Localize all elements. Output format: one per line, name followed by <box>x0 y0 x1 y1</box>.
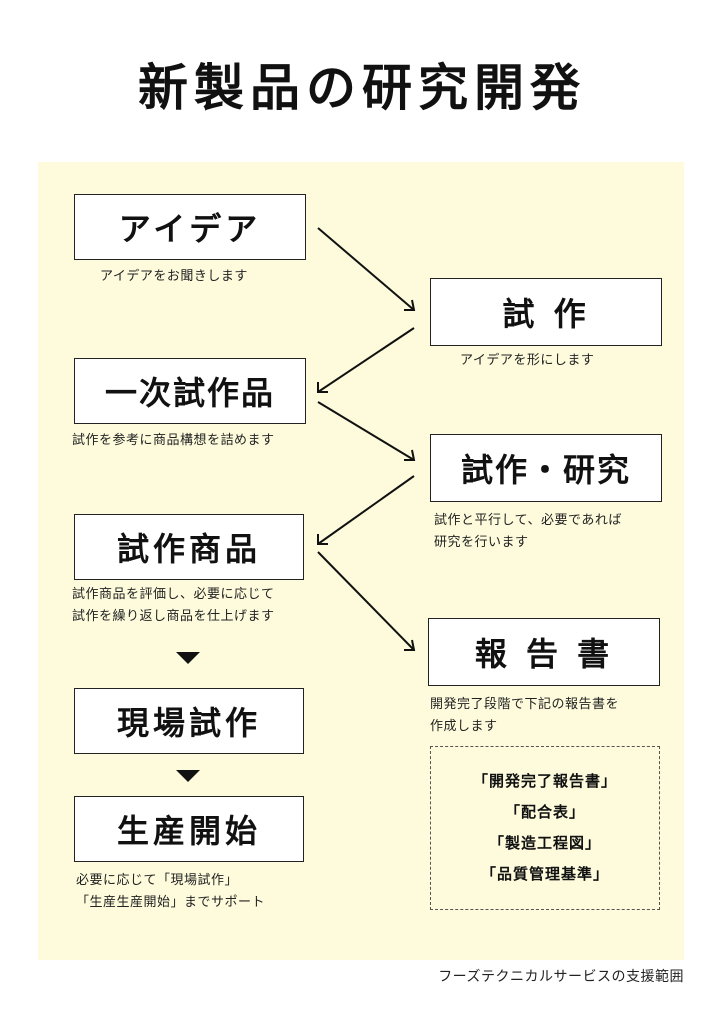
report-item-formula: 「配合表」 <box>504 803 585 821</box>
arrow-first-to-research <box>317 401 415 461</box>
step-prototype-label: 試 作 <box>502 295 590 333</box>
step-prototype-research-desc: 試作と平行して、必要であれば 研究を行います <box>434 513 622 550</box>
step-prototype: 試 作 <box>430 278 662 346</box>
arrowhead-product <box>317 534 328 545</box>
page-title: 新製品の研究開発 <box>138 59 586 117</box>
down-arrow-2 <box>176 770 200 782</box>
arrowhead-report <box>404 639 416 651</box>
step-production-start: 生産開始 <box>74 796 304 862</box>
report-item-process-chart: 「製造工程図」 <box>488 834 601 852</box>
step-prototype-research-label: 試作・研究 <box>460 451 631 489</box>
step-production-start-desc: 必要に応じて「現場試作」 「生産生産開始」までサポート <box>76 873 266 910</box>
report-item-completion: 「開発完了報告書」 <box>472 772 617 790</box>
step-onsite-trial-label: 現場試作 <box>116 704 261 742</box>
footer-caption: フーズテクニカルサービスの支援範囲 <box>438 969 684 985</box>
arrowhead-first <box>317 382 328 393</box>
report-list: 「開発完了報告書」 「配合表」 「製造工程図」 「品質管理基準」 <box>430 746 660 910</box>
step-idea-label: アイデア <box>118 210 262 248</box>
step-first-prototype: 一次試作品 <box>74 358 306 424</box>
step-first-prototype-label: 一次試作品 <box>104 374 275 412</box>
step-idea: アイデア <box>74 194 306 260</box>
step-trial-product-desc: 試作商品を評価し、必要に応じて 試作を繰り返し商品を仕上げます <box>72 587 275 624</box>
report-item-quality-standard: 「品質管理基準」 <box>480 865 609 883</box>
arrowhead-research <box>404 449 416 461</box>
arrow-product-to-report <box>317 551 415 651</box>
arrow-idea-to-prototype <box>317 227 415 311</box>
step-report: 報 告 書 <box>428 618 660 686</box>
step-idea-desc: アイデアをお聞きします <box>100 269 248 284</box>
step-onsite-trial: 現場試作 <box>74 688 304 754</box>
step-report-label: 報 告 書 <box>474 635 614 673</box>
arrow-prototype-to-first <box>317 327 415 393</box>
step-prototype-desc: アイデアを形にします <box>460 353 595 368</box>
step-first-prototype-desc: 試作を参考に商品構想を詰めます <box>72 433 275 448</box>
step-trial-product: 試作商品 <box>74 514 304 580</box>
step-production-start-label: 生産開始 <box>116 812 261 850</box>
step-prototype-research: 試作・研究 <box>430 434 662 502</box>
step-trial-product-label: 試作商品 <box>116 530 261 568</box>
step-report-desc: 開発完了段階で下記の報告書を 作成します <box>430 697 620 734</box>
arrow-research-to-product <box>317 475 415 545</box>
arrowhead-prototype <box>404 299 416 311</box>
down-arrow-1 <box>176 652 200 664</box>
